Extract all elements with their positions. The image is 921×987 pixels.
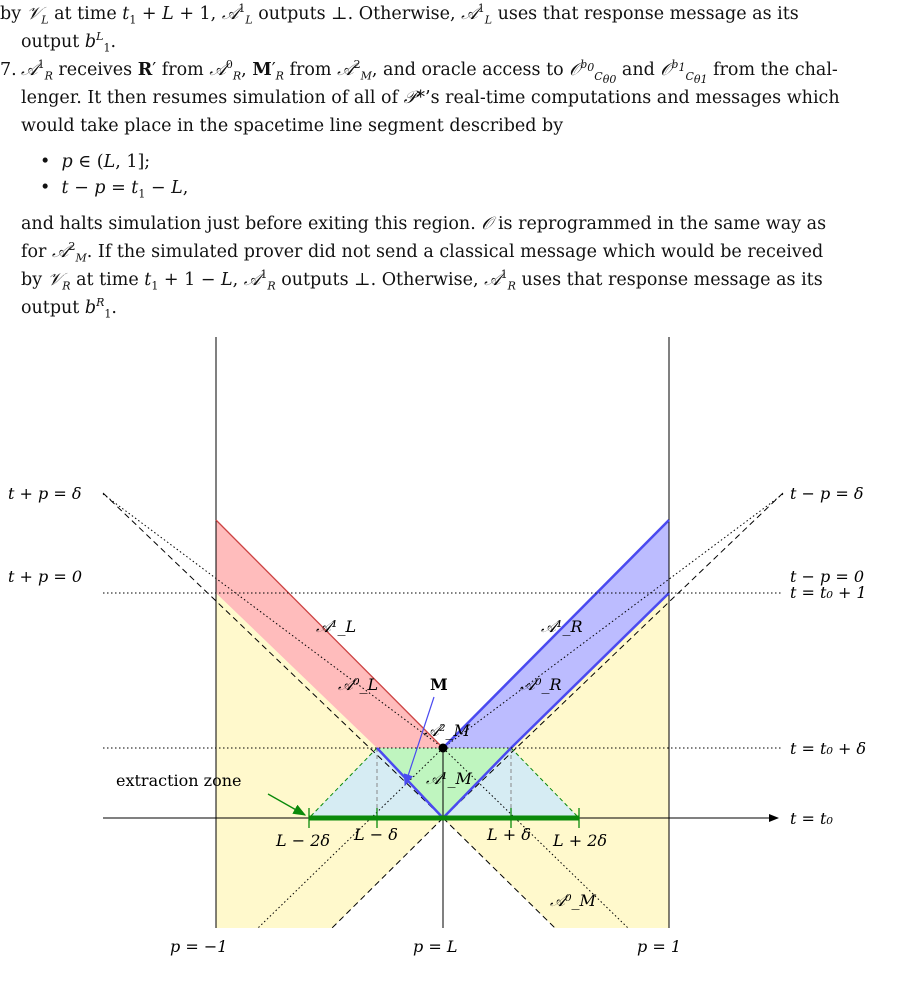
label-p-L: p = L xyxy=(413,937,457,956)
text-line: 𝒜1R receives R′ from 𝒜0R, M′R from 𝒜2M, … xyxy=(21,58,838,86)
yellow-region-left-top xyxy=(216,593,443,928)
line-tm-delta xyxy=(442,493,784,749)
cyan-region-left xyxy=(309,748,443,818)
label-t0: t = t₀ xyxy=(790,809,833,828)
item-number: 7. xyxy=(0,60,17,80)
text-line: output bR1. xyxy=(21,296,117,321)
label-A2M: 𝒜²_M xyxy=(424,721,471,740)
blue-edge xyxy=(442,519,670,749)
label-A0R: 𝒜⁰_R xyxy=(520,675,562,694)
line-tm-delta-lower xyxy=(257,747,444,929)
line-tm-zero xyxy=(442,492,784,819)
cyan-edge xyxy=(510,747,580,819)
label-A1L: 𝒜¹_L xyxy=(316,617,356,636)
bullet-item: • p ∈ (L, 1]; xyxy=(40,152,151,172)
yellow-region-right xyxy=(443,593,669,928)
point-A2M xyxy=(438,743,448,753)
text-line: for 𝒜2M. If the simulated prover did not… xyxy=(21,240,824,265)
label-p-1: p = 1 xyxy=(637,937,681,956)
bullet-item: • t − p = t1 − L, xyxy=(40,178,189,201)
figure-caption-area xyxy=(0,962,921,987)
text-line: by 𝒱R at time t1 + 1 − L, 𝒜1R outputs ⊥.… xyxy=(21,268,823,293)
label-p-minus1: p = −1 xyxy=(170,937,227,956)
line-tm-zero-lower xyxy=(331,817,444,929)
green-region xyxy=(377,748,511,818)
tick-label-L-plus-2delta: L + 2δ xyxy=(552,831,607,850)
label-extraction-zone: extraction zone xyxy=(116,771,241,790)
label-tm-zero: t − p = 0 xyxy=(790,567,864,586)
line-tp-zero-lower xyxy=(442,817,556,929)
label-t0-plusdelta: t = t₀ + δ xyxy=(790,739,866,758)
label-A1R: 𝒜¹_R xyxy=(541,617,583,636)
label-A1M: 𝒜¹_M xyxy=(426,769,473,788)
red-edge xyxy=(215,519,444,749)
label-A0M: 𝒜⁰_M xyxy=(550,891,597,910)
line-tp-delta xyxy=(102,493,444,749)
line-tp-zero xyxy=(102,492,444,819)
text-line: would take place in the spacetime line s… xyxy=(21,116,564,136)
M-arrow xyxy=(403,696,435,787)
text-line: output bL1. xyxy=(21,30,117,55)
tick-label-L-minus-2delta: L − 2δ xyxy=(275,831,330,850)
cyan-edge xyxy=(308,747,378,819)
label-M: M xyxy=(430,675,448,694)
text-line: lenger. It then resumes simulation of al… xyxy=(21,88,840,108)
tick-label-L-minus-delta: L − δ xyxy=(353,825,398,844)
tick-label-L-plus-delta: L + δ xyxy=(486,825,531,844)
label-tp-zero: t + p = 0 xyxy=(8,567,82,586)
label-tp-delta: t + p = δ xyxy=(8,484,81,503)
line-tp-delta-lower xyxy=(442,747,629,929)
extraction-zone-arrow xyxy=(267,793,307,816)
spacetime-diagram: t + p = δ t + p = 0 t − p = δ t − p = 0 … xyxy=(8,337,867,956)
text-line: and halts simulation just before exiting… xyxy=(21,214,827,234)
label-t0-plus1: t = t₀ + 1 xyxy=(790,583,867,602)
label-tm-delta: t − p = δ xyxy=(790,484,863,503)
text-line: by 𝒱L at time t1 + L + 1, 𝒜1L outputs ⊥.… xyxy=(0,2,799,27)
label-A0L: 𝒜⁰_L xyxy=(338,675,378,694)
